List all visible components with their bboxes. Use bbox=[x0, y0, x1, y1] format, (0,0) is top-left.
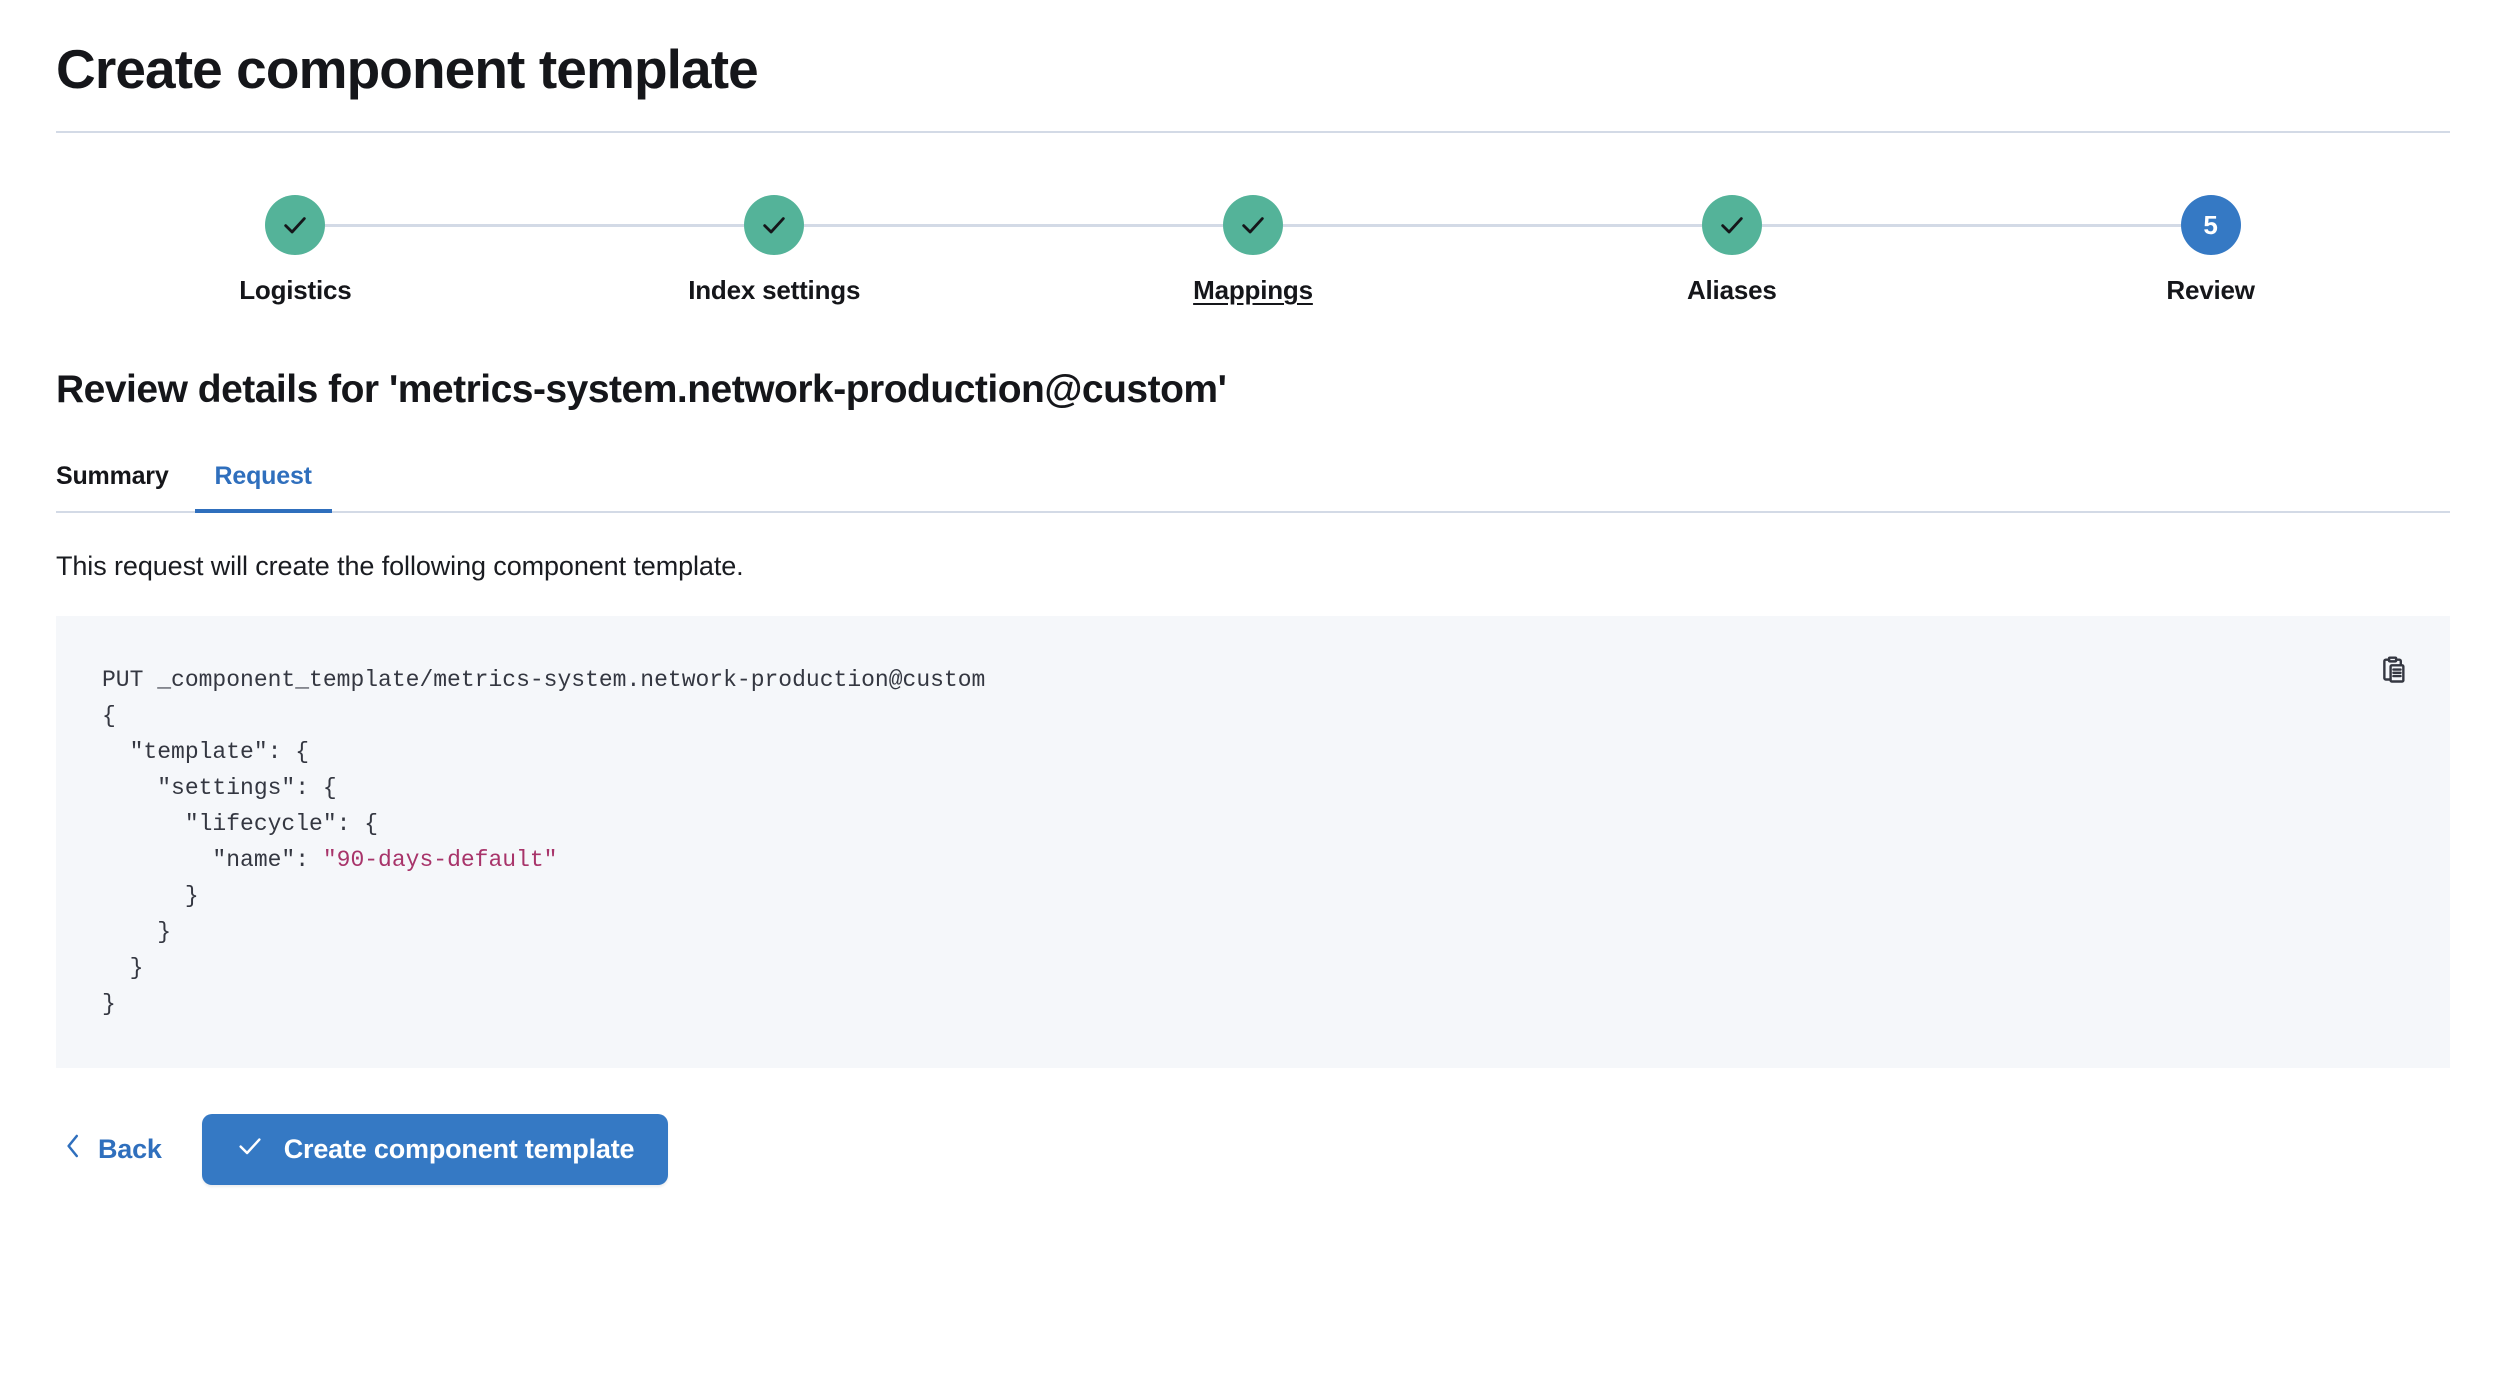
step-label: Index settings bbox=[688, 275, 861, 306]
step-marker-complete[interactable] bbox=[265, 195, 326, 256]
tab-summary[interactable]: Summary bbox=[56, 458, 195, 511]
tab-request[interactable]: Request bbox=[194, 458, 333, 514]
code-line-settings: "settings": { bbox=[102, 775, 337, 802]
title-divider bbox=[56, 131, 2450, 134]
request-code: PUT _component_template/metrics-system.n… bbox=[102, 662, 2410, 1022]
wizard-stepper: Logistics Index settings Mappings bbox=[56, 195, 2450, 306]
page-title: Create component template bbox=[56, 38, 759, 100]
step-connector-right bbox=[325, 224, 535, 228]
step-number: 5 bbox=[2203, 209, 2218, 240]
check-icon bbox=[281, 211, 309, 239]
stepper-step-review[interactable]: 5 Review bbox=[1971, 195, 2450, 306]
code-line-open-brace: { bbox=[102, 703, 116, 730]
review-details-heading: Review details for 'metrics-system.netwo… bbox=[56, 368, 1227, 412]
clipboard-copy-icon bbox=[2377, 654, 2411, 691]
code-line-close-3: } bbox=[102, 955, 144, 982]
back-button[interactable]: Back bbox=[56, 1123, 168, 1176]
code-line-name-key: "name": bbox=[102, 847, 323, 874]
code-line-close-4: } bbox=[102, 991, 116, 1018]
check-icon bbox=[760, 211, 788, 239]
step-connector-right bbox=[1282, 224, 1493, 228]
check-icon bbox=[236, 1132, 264, 1167]
code-line-template: "template": { bbox=[102, 739, 310, 766]
step-label[interactable]: Mappings bbox=[1193, 275, 1313, 306]
step-label: Logistics bbox=[239, 275, 352, 306]
back-button-label: Back bbox=[98, 1134, 162, 1165]
step-connector-left bbox=[534, 224, 745, 228]
create-component-template-button-label: Create component template bbox=[283, 1134, 635, 1165]
request-description: This request will create the following c… bbox=[56, 551, 744, 582]
step-connector-right bbox=[1761, 224, 1972, 228]
code-line-request: PUT _component_template/metrics-system.n… bbox=[102, 667, 986, 694]
step-connector-left bbox=[1971, 224, 2181, 228]
step-marker-current[interactable]: 5 bbox=[2180, 195, 2241, 256]
step-marker-complete[interactable] bbox=[744, 195, 805, 256]
review-tabs: Summary Request bbox=[56, 458, 2450, 514]
stepper-step-aliases[interactable]: Aliases bbox=[1492, 195, 1972, 306]
code-line-close-2: } bbox=[102, 919, 172, 946]
code-line-lifecycle: "lifecycle": { bbox=[102, 811, 379, 838]
check-icon bbox=[1239, 211, 1267, 239]
chevron-left-icon bbox=[62, 1131, 84, 1168]
check-icon bbox=[1718, 211, 1746, 239]
stepper-step-mappings[interactable]: Mappings bbox=[1013, 195, 1493, 306]
step-connector-left bbox=[1013, 224, 1223, 228]
stepper-step-logistics[interactable]: Logistics bbox=[56, 195, 535, 306]
step-label: Aliases bbox=[1686, 275, 1777, 306]
step-connector-right bbox=[804, 224, 1014, 228]
code-line-close-1: } bbox=[102, 883, 199, 910]
step-marker-complete[interactable] bbox=[1222, 195, 1283, 256]
create-component-template-button[interactable]: Create component template bbox=[201, 1114, 669, 1186]
step-connector-left bbox=[1492, 224, 1702, 228]
step-marker-complete[interactable] bbox=[1701, 195, 1762, 256]
copy-to-clipboard-button[interactable] bbox=[2372, 650, 2416, 694]
footer-actions: Back Create component template bbox=[56, 1114, 2450, 1186]
stepper-step-index-settings[interactable]: Index settings bbox=[534, 195, 1014, 306]
step-label: Review bbox=[2166, 275, 2255, 306]
request-code-panel: PUT _component_template/metrics-system.n… bbox=[56, 616, 2450, 1069]
code-line-name-value: "90-days-default" bbox=[322, 847, 558, 874]
